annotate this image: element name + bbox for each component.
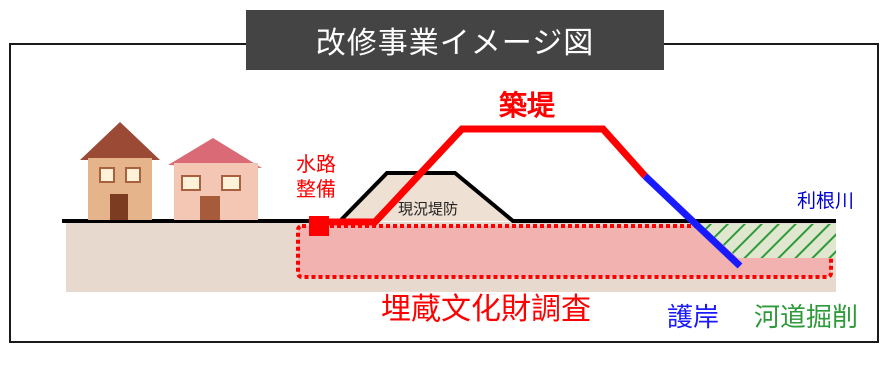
waterway-label: 水路 整備 bbox=[296, 152, 336, 201]
river-name-label: 利根川 bbox=[797, 190, 855, 212]
diagram-title: 改修事業イメージ図 bbox=[246, 10, 664, 70]
house-icon bbox=[80, 122, 160, 220]
excavation-label: 河道掘削 bbox=[754, 303, 859, 333]
existing-levee-label: 現況堤防 bbox=[398, 200, 459, 218]
archaeology-zone bbox=[296, 224, 833, 279]
revetment-label: 護岸 bbox=[667, 303, 720, 333]
archaeology-label: 埋蔵文化財調査 bbox=[381, 292, 591, 327]
waterway-channel bbox=[309, 216, 329, 236]
revetment-line bbox=[642, 173, 743, 269]
embankment-label: 築堤 bbox=[499, 89, 556, 122]
house-icon bbox=[168, 138, 262, 220]
embankment-line bbox=[329, 125, 648, 226]
excavation-hatch bbox=[700, 224, 836, 258]
